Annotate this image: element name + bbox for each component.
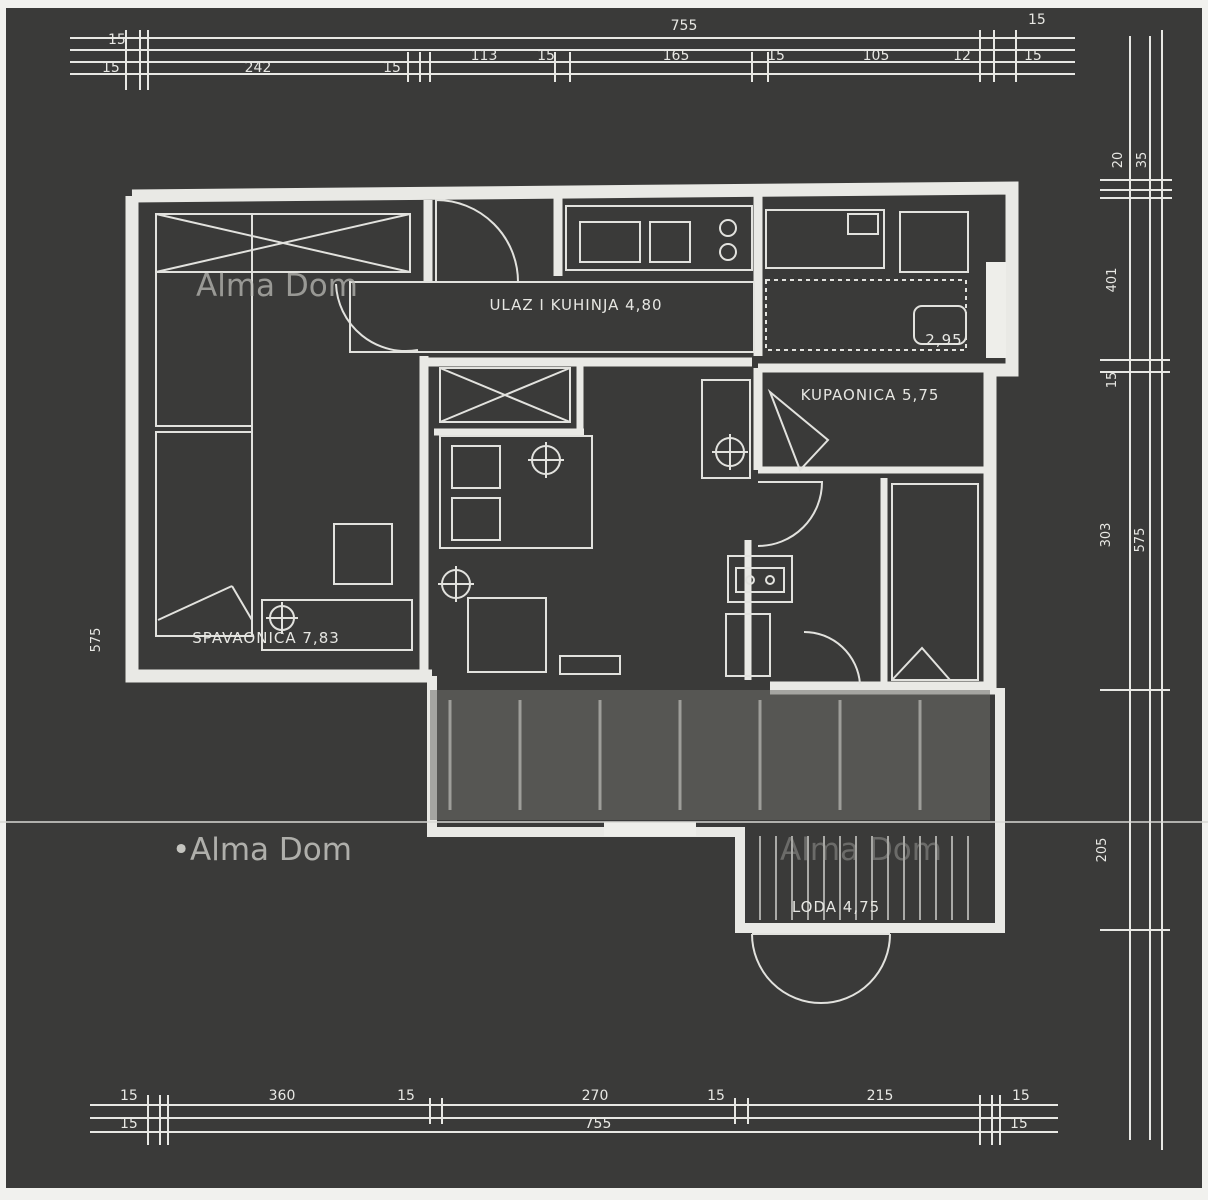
top-dim-9: 105: [863, 48, 890, 64]
light-fixture-icon: [528, 442, 564, 478]
room-label-entrance-kitchen: ULAZ I KUHINJA 4,80: [489, 296, 662, 314]
bottom-overall-dimension: 755: [585, 1116, 612, 1132]
watermark-top: Alma Dom: [196, 268, 358, 304]
door-swing-icon: [767, 388, 830, 472]
sink-icon: [847, 213, 879, 235]
right-dim-1: 20: [1111, 152, 1126, 169]
stove-icon: [735, 567, 785, 593]
watermark-bullet: •: [172, 832, 190, 868]
door-swing-icon: [891, 646, 951, 681]
top-dim-12: 15: [1024, 48, 1042, 64]
top-dim-3: 242: [245, 60, 272, 76]
blurred-scan-band: [430, 690, 990, 820]
right-dim-6: 575: [1133, 528, 1148, 553]
bottom-dim-9: 15: [1010, 1116, 1028, 1132]
bottom-dim-6: 15: [707, 1088, 725, 1104]
right-dimension-lines: [1100, 30, 1172, 1150]
top-dimension-lines: [70, 30, 1075, 90]
wardrobe-icon: [913, 305, 967, 345]
bottom-dim-8: 15: [1012, 1088, 1030, 1104]
balcony-slats: [759, 836, 969, 920]
top-dim-4: 15: [383, 60, 401, 76]
room-label-balcony: LODA 4,75: [792, 898, 880, 916]
top-dim-1: 15: [108, 32, 126, 48]
watermark-bottom: Alma Dom: [190, 832, 352, 868]
room-label-bedroom: SPAVAONICA 7,83: [192, 629, 340, 647]
floor-plan: [0, 181, 1208, 933]
top-dim-8: 15: [767, 48, 785, 64]
bottom-dim-7: 215: [867, 1088, 894, 1104]
light-fixture-icon: [266, 602, 298, 634]
bottom-dim-5: 270: [582, 1088, 609, 1104]
room-label-hallway: KUPAONICA 5,75: [801, 386, 940, 404]
bottom-dim-1: 15: [120, 1088, 138, 1104]
right-dim-5: 303: [1099, 523, 1114, 548]
door-swing-icon: [757, 481, 824, 547]
right-dim-4: 15: [1105, 372, 1120, 389]
door-swing-icon: [335, 283, 419, 353]
top-dim-10: 12: [953, 48, 971, 64]
sheet-bottom-band: [0, 1188, 1208, 1200]
top-dim-5: 113: [471, 48, 498, 64]
top-dim-2: 15: [102, 60, 120, 76]
bottom-dim-3: 360: [269, 1088, 296, 1104]
bottom-dim-2: 15: [120, 1116, 138, 1132]
light-fixture-icon: [438, 566, 474, 602]
door-swing-icon: [751, 933, 891, 1004]
watermark-balcony: Alma Dom: [780, 832, 942, 868]
right-dim-3: 401: [1105, 268, 1120, 293]
right-dim-7: 205: [1095, 838, 1110, 863]
entrance-corridor-band: [349, 281, 755, 353]
top-dim-6: 15: [537, 48, 555, 64]
top-overall-dimension: 755: [671, 18, 698, 34]
door-swing-icon: [803, 630, 861, 685]
door-swing-icon: [435, 198, 520, 283]
room-label-bathroom: 2,95: [925, 331, 962, 349]
top-dim-11: 15: [1028, 12, 1046, 28]
bottom-dimension-lines: [90, 1095, 1058, 1145]
top-dim-7: 165: [663, 48, 690, 64]
right-dim-2: 35: [1135, 152, 1150, 169]
light-fixture-icon: [712, 434, 748, 470]
left-dimension-mark: 575: [89, 628, 104, 653]
bottom-dim-4: 15: [397, 1088, 415, 1104]
